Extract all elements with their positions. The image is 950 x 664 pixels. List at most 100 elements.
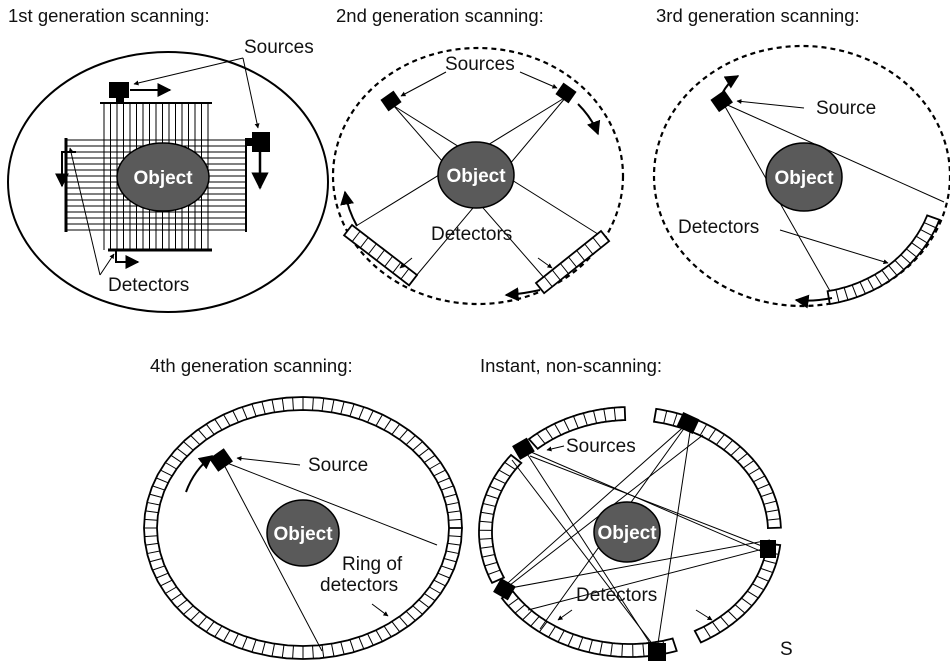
- detector-ring-segments: [478, 406, 782, 658]
- detector-cell: [448, 518, 462, 521]
- detector-cell: [703, 626, 712, 638]
- detector-cell: [920, 229, 933, 236]
- detector-cell: [152, 485, 165, 491]
- detector-cell: [763, 500, 777, 505]
- detector-cell: [358, 406, 365, 420]
- detector-cell: [481, 554, 495, 558]
- detector-cell: [881, 269, 890, 281]
- detector-cell: [748, 467, 761, 476]
- detector-ring: [143, 396, 463, 660]
- detector-cell: [376, 249, 385, 261]
- panel-title: 2nd generation scanning:: [336, 5, 544, 26]
- object-disk: [593, 501, 661, 563]
- source-icon-lower-left: [493, 578, 516, 601]
- detector-cell: [498, 469, 511, 477]
- detector-cell: [480, 511, 494, 515]
- detector-cell: [176, 599, 188, 609]
- detectors-pointer-2: [695, 609, 713, 621]
- detector-cell: [251, 403, 257, 417]
- detector-cell: [183, 441, 194, 451]
- detector-cell: [321, 644, 325, 658]
- detector-cell: [261, 401, 266, 415]
- source-pointer: [236, 456, 301, 466]
- detector-cell: [155, 572, 169, 579]
- detector-cell: [412, 605, 423, 615]
- detector-cell: [146, 550, 160, 555]
- detector-cell: [241, 406, 248, 420]
- source-icon-right: [555, 82, 577, 104]
- detector-cell: [888, 265, 898, 276]
- detector-cell: [433, 469, 446, 477]
- panel-title: 3rd generation scanning:: [656, 5, 860, 26]
- fan-beam: [722, 102, 945, 299]
- detector-cell: [340, 641, 345, 655]
- detector-cell: [588, 639, 593, 653]
- detector-cell: [923, 222, 937, 229]
- detector-cell: [592, 410, 598, 424]
- detector-cell: [349, 639, 355, 653]
- detector-arc-outline: [826, 214, 941, 306]
- detector-cell: [763, 559, 777, 565]
- detector-cell: [241, 636, 248, 650]
- object-disk: [437, 141, 515, 209]
- detector-cell: [205, 423, 215, 435]
- detector-cell: [292, 645, 294, 659]
- detector-cell: [424, 593, 436, 602]
- detector-cell: [545, 428, 554, 440]
- detector-rotation-arrow-bottom: [504, 287, 541, 302]
- detector-cell: [708, 428, 717, 441]
- detector-cell: [753, 475, 766, 483]
- detector-cell: [433, 579, 446, 587]
- detector-cell: [412, 441, 423, 451]
- source-pointer: [736, 98, 805, 109]
- object-disk: [266, 499, 340, 567]
- detector-cell: [559, 263, 569, 274]
- detector-cell: [375, 414, 383, 427]
- source-rotation-arrow: [185, 455, 214, 493]
- detectors-pointer-1: [68, 147, 101, 276]
- detector-cell: [851, 284, 858, 298]
- detector-cell: [577, 637, 584, 650]
- detector-cell: [359, 237, 369, 249]
- detector-cell: [621, 643, 624, 657]
- panel-instant: Instant, non-scanning: Object Sources De…: [478, 355, 793, 661]
- source-icon-top-right: [676, 411, 700, 435]
- detector-cell: [752, 583, 765, 591]
- source-icon-right: [760, 540, 776, 558]
- detector-motion-arrow-bottom: [115, 250, 140, 269]
- detector-cell: [398, 616, 409, 627]
- detector-cell: [170, 454, 182, 463]
- detectors-pointer-2: [537, 257, 553, 269]
- detector-cell: [568, 256, 578, 268]
- source-icon-bottom: [648, 643, 666, 661]
- sources-label: Sources: [244, 37, 314, 58]
- detector-cell: [448, 535, 462, 538]
- detector-cell: [756, 575, 769, 582]
- panel-title: 4th generation scanning:: [150, 355, 353, 376]
- source-label: Source: [816, 98, 876, 119]
- detector-cell: [530, 616, 540, 627]
- detector-cell: [144, 518, 158, 521]
- detectors-pointer: [779, 229, 889, 265]
- source-icon: [710, 90, 733, 113]
- detector-cell: [398, 429, 409, 440]
- sources-pointer-2: [242, 57, 260, 129]
- detector-cell: [915, 235, 928, 244]
- panel-gen1: 1st generation scanning: Object Sources …: [7, 5, 329, 313]
- detector-cell: [760, 567, 774, 574]
- detector-cell: [368, 243, 377, 255]
- detector-cell: [551, 269, 561, 281]
- detector-cell: [183, 605, 194, 615]
- detector-cell: [214, 418, 223, 431]
- detector-cell: [437, 572, 451, 579]
- detector-cell: [859, 281, 866, 294]
- panel-gen2: 2nd generation scanning: Object Sources …: [331, 5, 625, 306]
- ring-pointer: [371, 603, 389, 617]
- ring-label-line2: detectors: [320, 575, 398, 596]
- detector-cell: [170, 593, 182, 602]
- detector-cell: [281, 398, 285, 412]
- detector-cell: [536, 433, 546, 445]
- detector-cell: [874, 274, 883, 286]
- detector-cell: [367, 410, 374, 423]
